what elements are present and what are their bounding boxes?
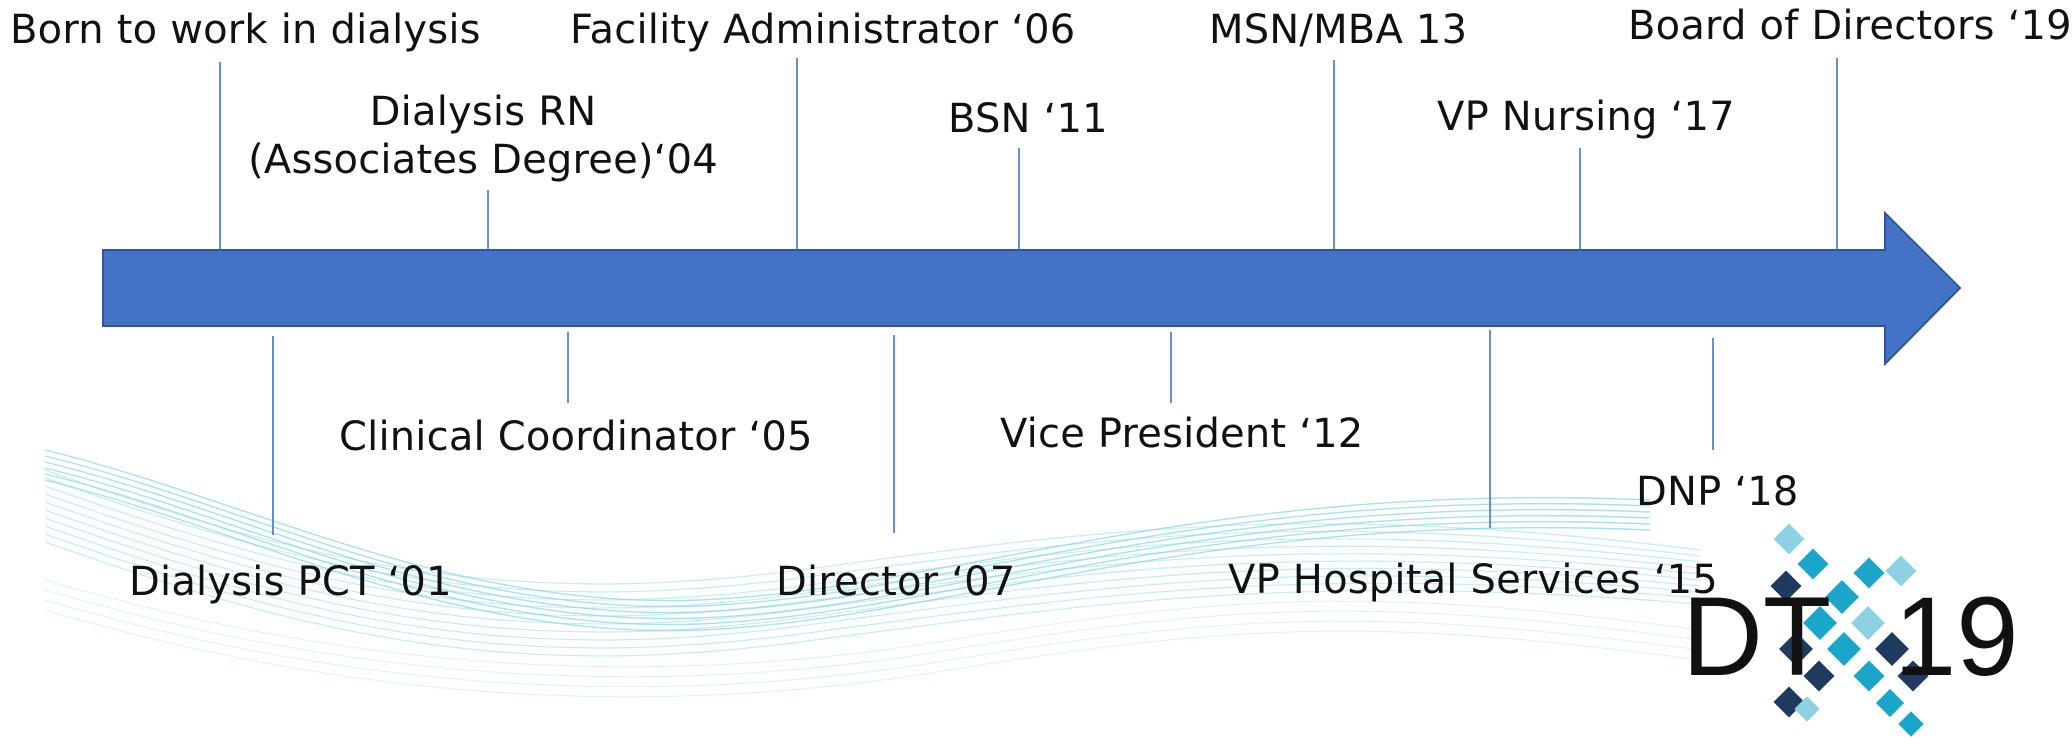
logo-text-dt: DT [1682,574,1831,699]
milestone-msn-mba: MSN/MBA 13 [1209,7,1468,53]
timeline-arrow [102,210,1962,367]
milestone-vice-president: Vice President ‘12 [1000,411,1364,457]
milestone-dnp: DNP ‘18 [1636,469,1799,515]
milestone-director: Director ‘07 [776,559,1016,605]
milestone-dialysis-rn: Dialysis RN (Associates Degree)‘04 [248,88,718,184]
milestone-board-of-directors: Board of Directors ‘19 [1628,3,2072,49]
milestone-dialysis-rn-line1: Dialysis RN [369,89,597,135]
milestone-facility-administrator: Facility Administrator ‘06 [570,7,1076,53]
dtx19-logo: DT 19 [1682,523,2019,737]
milestone-bsn: BSN ‘11 [948,96,1108,142]
milestone-born-to-work: Born to work in dialysis [10,7,481,53]
milestone-vp-hospital-services: VP Hospital Services ‘15 [1228,557,1718,603]
logo-text-19: 19 [1894,574,2019,699]
milestone-clinical-coordinator: Clinical Coordinator ‘05 [339,414,813,460]
background-waves [44,449,1701,698]
milestone-vp-nursing: VP Nursing ‘17 [1437,94,1735,140]
milestone-dialysis-pct: Dialysis PCT ‘01 [129,559,452,605]
milestone-dialysis-rn-line2: (Associates Degree)‘04 [248,137,718,183]
